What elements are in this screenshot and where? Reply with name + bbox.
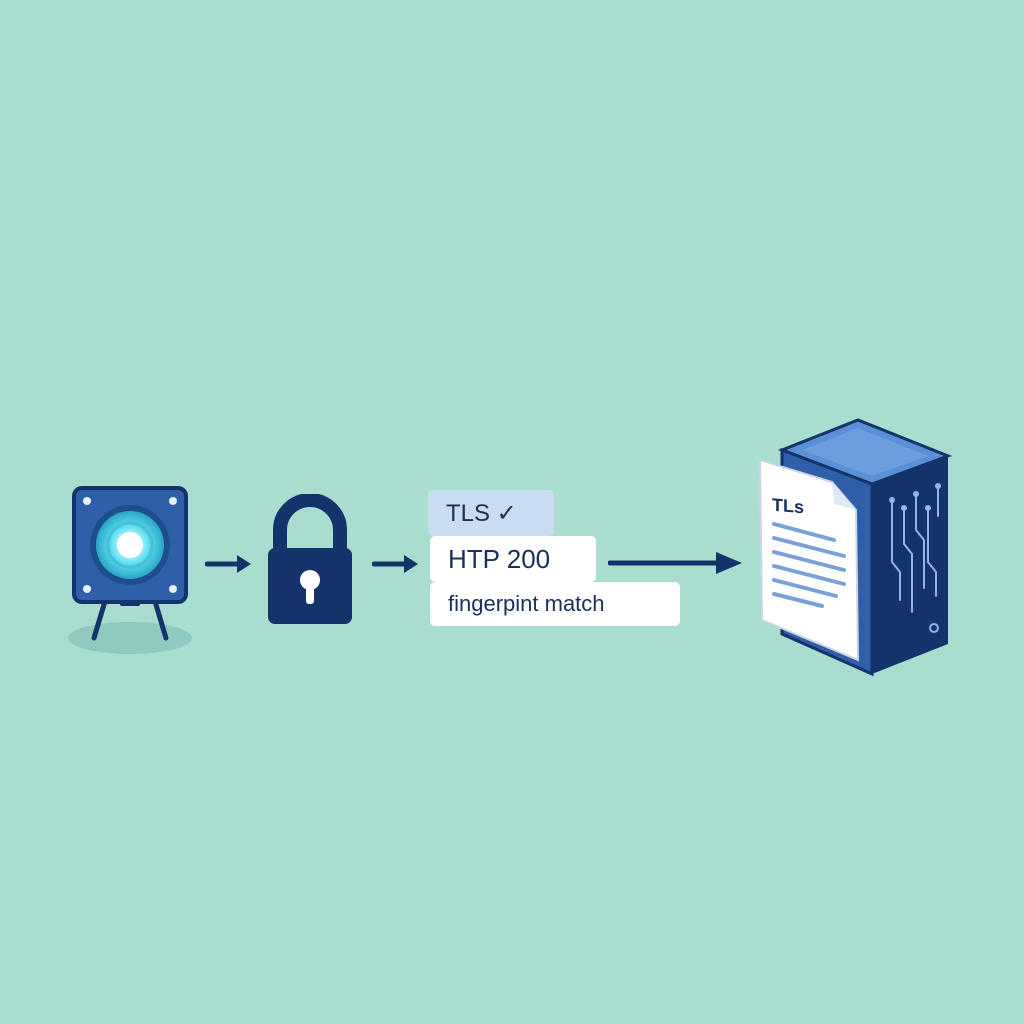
flow-arrow-2 — [372, 555, 418, 573]
fingerprint-status-card: fingerpint match — [430, 582, 680, 626]
camera-sensor-icon — [68, 486, 192, 654]
http-status-card: HTP 200 — [430, 536, 596, 582]
flow-arrow-3 — [608, 552, 742, 574]
tls-status-card: TLS ✓ — [428, 490, 554, 536]
padlock-icon — [268, 494, 352, 624]
tls-status-text: TLS ✓ — [446, 499, 517, 527]
http-status-text: HTP 200 — [448, 543, 551, 574]
flow-arrow-1 — [205, 555, 251, 573]
document-icon — [758, 458, 860, 662]
document-label: TLs — [772, 494, 805, 518]
fingerprint-status-text: fingerpint match — [448, 591, 605, 616]
